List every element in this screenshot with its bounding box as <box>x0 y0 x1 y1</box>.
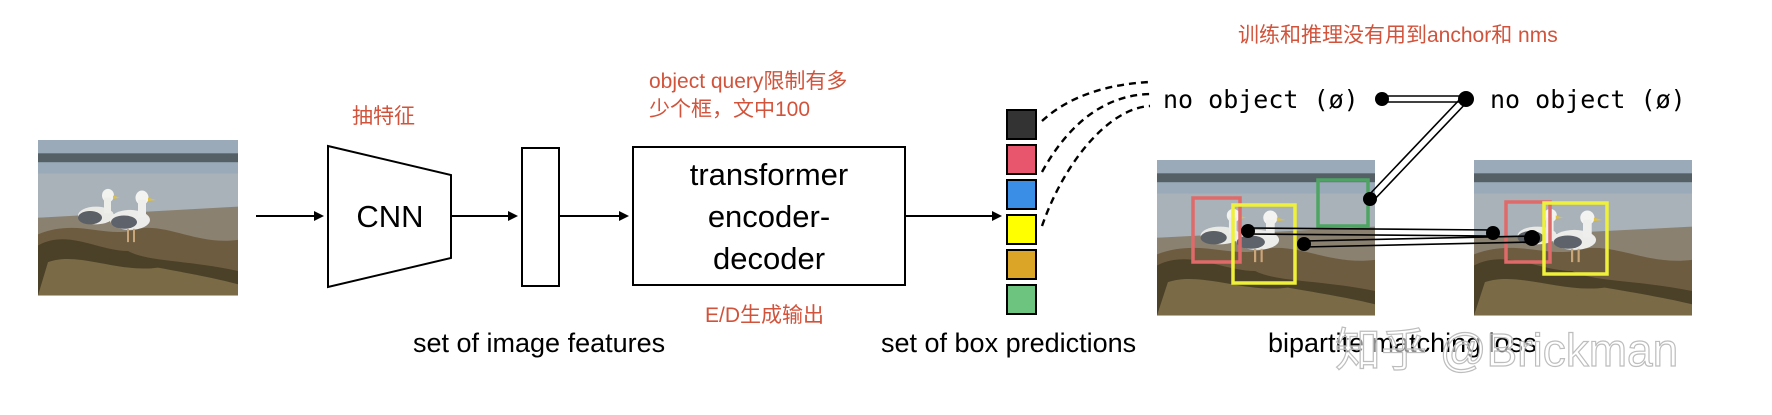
left-no-object-label: no object (ø) <box>1163 85 1359 114</box>
watermark: 知乎 @Brickman <box>1335 324 1678 376</box>
match-node-green <box>1363 192 1377 206</box>
object-query-annotation-line2: 少个框，文中100 <box>649 98 810 121</box>
caption-matching-loss: bipartite matching loss <box>1268 328 1537 358</box>
anchor-nms-annotation: 训练和推理没有用到anchor和 nms <box>1238 24 1558 47</box>
right-no-object-node <box>1458 91 1474 107</box>
transformer-label-line1: transformer <box>690 157 848 192</box>
cnn-block <box>327 144 452 289</box>
image-features-block <box>521 147 560 287</box>
gt-box-red <box>1504 200 1552 264</box>
match-node-yellow-pred <box>1297 237 1311 251</box>
prediction-slot-4 <box>1006 214 1037 245</box>
object-query-annotation-line1: object query限制有多 <box>649 70 847 93</box>
transformer-label-line3: decoder <box>713 241 825 276</box>
caption-box-predictions: set of box predictions <box>881 328 1136 358</box>
box-predictions <box>1006 109 1037 315</box>
prediction-slot-2 <box>1006 144 1037 175</box>
pred-box-yellow <box>1231 203 1297 285</box>
prediction-slot-6 <box>1006 284 1037 315</box>
prediction-slot-1 <box>1006 109 1037 140</box>
cnn-label: CNN <box>356 199 423 234</box>
match-node-yellow-gt <box>1524 230 1540 246</box>
prediction-slot-5 <box>1006 249 1037 280</box>
match-node-red-pred <box>1241 224 1255 238</box>
prediction-slot-3 <box>1006 179 1037 210</box>
ground-truth-boxes-image <box>1472 158 1694 317</box>
transformer-block <box>632 146 906 286</box>
pred-box-red <box>1191 196 1242 264</box>
input-image <box>36 138 240 297</box>
encoder-decoder-annotation: E/D生成输出 <box>705 304 824 327</box>
match-node-red-gt <box>1486 226 1500 240</box>
right-no-object-label: no object (ø) <box>1490 85 1686 114</box>
left-no-object-node <box>1375 92 1389 106</box>
gt-box-yellow <box>1542 201 1609 276</box>
predicted-boxes-image <box>1155 158 1377 317</box>
cnn-annotation: 抽特征 <box>352 105 415 128</box>
prediction-dashed-links <box>1040 80 1151 227</box>
transformer-label-line2: encoder- <box>708 199 830 234</box>
caption-image-features: set of image features <box>413 328 665 358</box>
